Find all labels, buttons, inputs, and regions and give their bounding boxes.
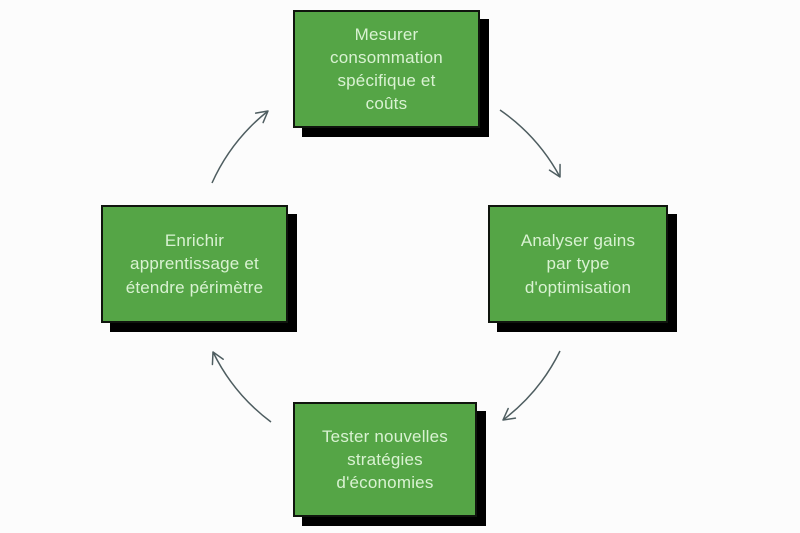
cycle-box-tester: Tester nouvelles stratégies d'économies bbox=[293, 402, 477, 517]
arrow-left-to-top bbox=[211, 110, 269, 184]
arrow-bottom-to-left bbox=[211, 351, 272, 423]
cycle-box-analyser: Analyser gains par type d'optimisation bbox=[488, 205, 668, 323]
cycle-box-analyser-label: Analyser gains par type d'optimisation bbox=[520, 231, 636, 297]
cycle-box-mesurer: Mesurer consommation spécifique et coûts bbox=[293, 10, 480, 128]
arrow-top-to-right bbox=[499, 109, 561, 178]
arrow-right-to-bottom bbox=[502, 350, 561, 421]
cycle-box-tester-label: Tester nouvelles stratégies d'économies bbox=[321, 426, 449, 493]
cycle-box-enrichir: Enrichir apprentissage et étendre périmè… bbox=[101, 205, 288, 323]
cycle-box-mesurer-label: Mesurer consommation spécifique et coûts bbox=[330, 24, 443, 114]
cycle-box-enrichir-label: Enrichir apprentissage et étendre périmè… bbox=[125, 231, 264, 297]
